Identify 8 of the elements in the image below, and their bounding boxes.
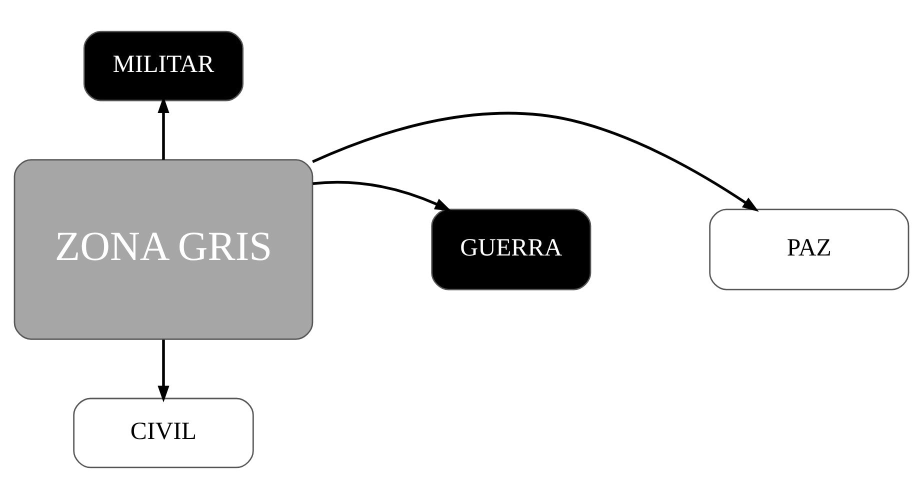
arrow bbox=[312, 180, 452, 212]
arrow bbox=[158, 340, 170, 402]
node-box: PAZ bbox=[709, 208, 910, 290]
node-box: CIVIL bbox=[73, 398, 254, 468]
arrow bbox=[312, 112, 759, 212]
node-box: GUERRA bbox=[431, 208, 592, 290]
node-box: MILITAR bbox=[83, 30, 244, 102]
node-box: ZONA GRIS bbox=[14, 159, 314, 340]
